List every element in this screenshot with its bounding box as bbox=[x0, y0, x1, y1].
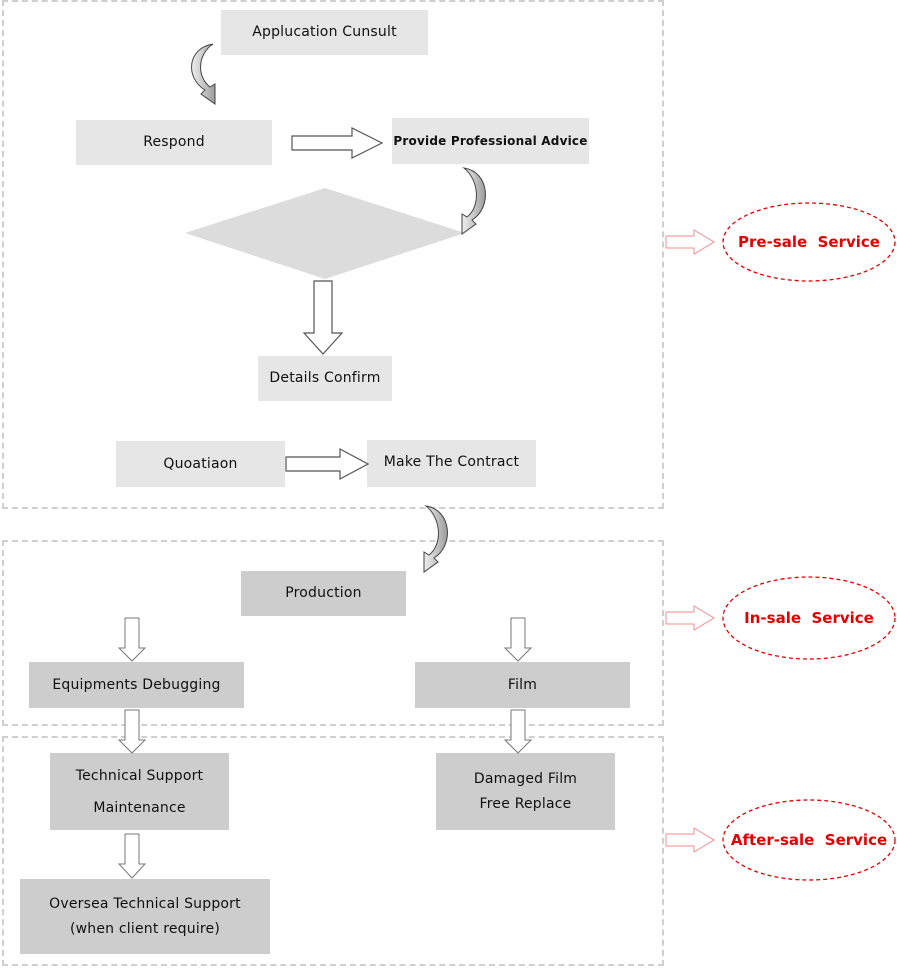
respond-box: Respond bbox=[76, 120, 272, 165]
oversea-support-box: Oversea Technical Support (when client r… bbox=[20, 879, 270, 954]
details-confirm-box: Details Confirm bbox=[258, 356, 392, 401]
technical-support-line1: Technical Support bbox=[75, 767, 204, 784]
oversea-support-line1: Oversea Technical Support bbox=[49, 895, 241, 912]
application-consult-box: Applucation Cunsult bbox=[221, 10, 428, 55]
provide-advice-label: Provide Professional Advice bbox=[393, 133, 588, 148]
pink-arrow-right-icon bbox=[665, 228, 716, 256]
quotation-label: Quoatiaon bbox=[163, 455, 238, 472]
in-sale-service-label: In-sale Service bbox=[744, 609, 874, 627]
oversea-support-line2: (when client require) bbox=[69, 920, 221, 937]
respond-label: Respond bbox=[143, 134, 205, 151]
make-contract-label: Make The Contract bbox=[383, 454, 520, 470]
make-contract-box: Make The Contract bbox=[367, 440, 536, 487]
after-sale-section bbox=[2, 736, 664, 966]
pink-arrow-right-icon bbox=[665, 826, 716, 854]
equipments-debugging-box: Equipments Debugging bbox=[29, 662, 244, 708]
damaged-film-line2: Free Replace bbox=[479, 795, 572, 812]
damaged-film-box: Damaged Film Free Replace bbox=[436, 753, 615, 830]
technical-support-line2: Maintenance bbox=[93, 799, 186, 816]
damaged-film-line1: Damaged Film bbox=[473, 770, 578, 787]
pre-sale-section bbox=[2, 0, 664, 509]
equipments-debugging-label: Equipments Debugging bbox=[52, 676, 221, 693]
further-cooperation-label: Further Copperation bbox=[254, 225, 396, 241]
after-sale-service-label: After-sale Service bbox=[730, 831, 888, 849]
production-box: Production bbox=[241, 571, 406, 616]
technical-support-box: Technical Support Maintenance bbox=[50, 753, 229, 830]
pink-arrow-right-icon bbox=[665, 604, 716, 632]
application-consult-label: Applucation Cunsult bbox=[252, 24, 397, 41]
provide-advice-box: Provide Professional Advice bbox=[392, 118, 589, 164]
in-sale-section bbox=[2, 540, 664, 726]
pre-sale-service-label: Pre-sale Service bbox=[738, 233, 880, 251]
details-confirm-label: Details Confirm bbox=[269, 370, 381, 387]
film-box: Film bbox=[415, 662, 630, 708]
quotation-box: Quoatiaon bbox=[116, 441, 285, 487]
production-label: Production bbox=[285, 585, 362, 601]
film-label: Film bbox=[507, 676, 538, 693]
